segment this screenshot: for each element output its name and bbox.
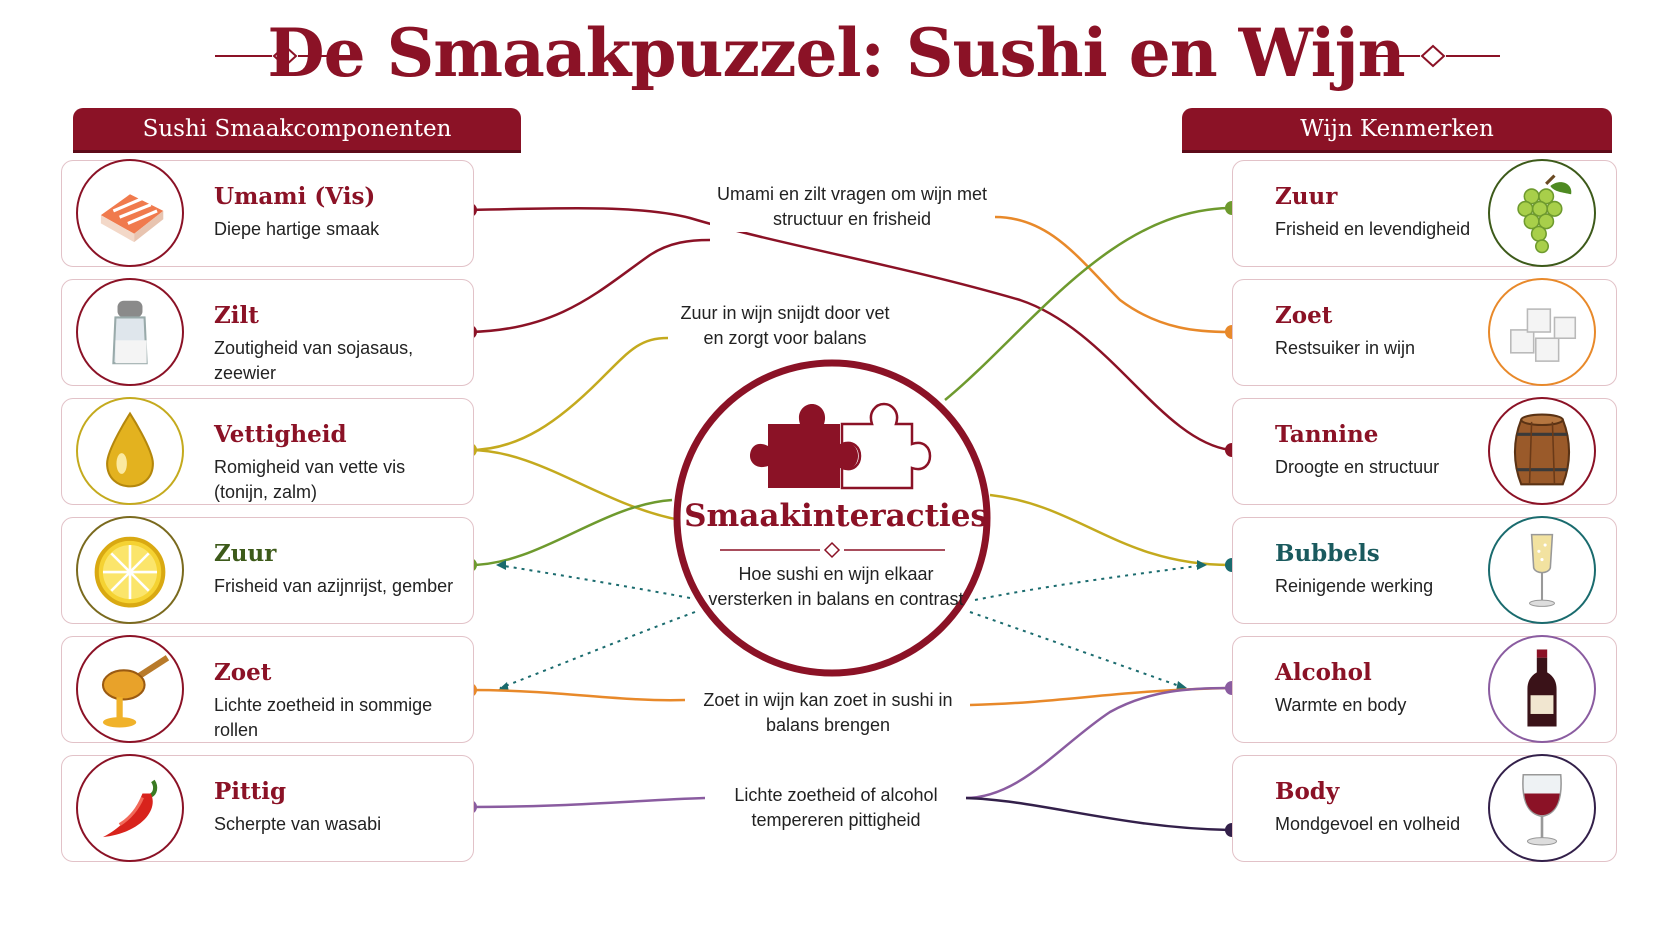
card-zoet-left: Zoet Lichte zoetheid in sommige rollen: [61, 635, 474, 743]
dotted-center-zoet-left: [499, 611, 696, 689]
card-title: Tannine: [1275, 421, 1379, 448]
note-pittig: Lichte zoetheid of alcohol tempereren pi…: [706, 783, 966, 833]
card-subtitle: Reinigende werking: [1275, 576, 1434, 596]
line-zilt-structure: [469, 238, 711, 334]
wine-bottle-icon: [1488, 635, 1596, 743]
dotted-center-alcohol: [969, 611, 1186, 689]
line-center-zuur-right: [944, 206, 1231, 401]
card-subtitle: Warmte en body: [1275, 695, 1407, 715]
line-vettigheid-zuur: [469, 336, 669, 452]
card-zuur-left: Zuur Frisheid van azijnrijst, gember: [61, 516, 474, 624]
card-subtitle: Frisheid van azijnrijst, gember: [214, 576, 454, 596]
puzzle-icon: [750, 402, 932, 490]
dotted-center-bubbels: [974, 564, 1206, 601]
center-title: Smaakinteracties: [684, 498, 988, 534]
card-zilt: Zilt Zoutigheid van sojasaus, zeewier: [61, 278, 474, 386]
card-subtitle: Frisheid en levendigheid: [1275, 219, 1471, 239]
card-body: Body Mondgevoel en volheid: [1232, 754, 1617, 862]
line-umami-tannine: [469, 206, 1231, 452]
arrowhead: [1197, 560, 1207, 570]
line-pittig-note: [469, 796, 706, 809]
card-umami: Umami (Vis) Diepe hartige smaak: [61, 159, 474, 267]
wine-header: Wijn Kenmerken: [1182, 108, 1612, 150]
dotted-center-zuur-left: [497, 564, 691, 599]
card-title: Zuur: [1275, 183, 1338, 210]
center-divider: [720, 541, 945, 559]
title-ornament-right: [1365, 44, 1500, 68]
arrowhead: [496, 560, 506, 570]
red-wine-glass-icon: [1488, 754, 1596, 862]
title-ornament-left: [215, 44, 352, 68]
center-subtitle: Hoe sushi en wijn elkaar versterken in b…: [708, 564, 964, 609]
line-zoet-left-note: [469, 688, 686, 702]
note-zoet: Zoet in wijn kan zoet in sushi in balans…: [686, 688, 970, 738]
line-center-zuur-left: [469, 498, 673, 567]
card-subtitle: Romigheid van vette vis (tonijn, zalm): [214, 457, 406, 502]
card-subtitle: Droogte en structuur: [1275, 457, 1440, 477]
card-subtitle: Mondgevoel en volheid: [1275, 814, 1461, 834]
card-title: Bubbels: [1275, 540, 1380, 567]
card-zoet-right: Zoet Restsuiker in wijn: [1232, 278, 1617, 386]
card-title: Zuur: [214, 540, 277, 567]
honey-dipper-icon: [76, 635, 184, 743]
chili-pepper-icon: [76, 754, 184, 862]
sugar-cubes-icon: [1488, 278, 1596, 386]
page-title: De Smaakpuzzel: Sushi en Wijn: [267, 14, 1405, 92]
note-zuur-vet: Zuur in wijn snijdt door vet en zorgt vo…: [668, 301, 902, 351]
line-vettigheid-center: [469, 448, 681, 522]
lemon-icon: [76, 516, 184, 624]
card-subtitle: Restsuiker in wijn: [1275, 338, 1416, 358]
card-alcohol: Alcohol Warmte en body: [1232, 635, 1617, 743]
grapes-icon: [1488, 159, 1596, 267]
line-note-body: [964, 796, 1231, 832]
card-bubbels: Bubbels Reinigende werking: [1232, 516, 1617, 624]
card-title: Pittig: [214, 778, 287, 805]
sushi-header: Sushi Smaakcomponenten: [73, 108, 521, 150]
card-subtitle: Diepe hartige smaak: [214, 219, 380, 239]
card-title: Zilt: [214, 302, 259, 329]
card-subtitle: Scherpte van wasabi: [214, 814, 382, 834]
card-subtitle: Lichte zoetheid in sommige rollen: [214, 695, 433, 740]
card-title: Alcohol: [1275, 659, 1372, 686]
line-note-alcohol-purple: [964, 686, 1231, 800]
card-pittig: Pittig Scherpte van wasabi: [61, 754, 474, 862]
card-tannine: Tannine Droogte en structuur: [1232, 397, 1617, 505]
card-zuur-right: Zuur Frisheid en levendigheid: [1232, 159, 1617, 267]
card-title: Zoet: [1275, 302, 1333, 329]
card-title: Body: [1275, 778, 1340, 805]
card-title: Umami (Vis): [214, 183, 376, 210]
oil-drop-icon: [76, 397, 184, 505]
card-vettigheid: Vettigheid Romigheid van vette vis (toni…: [61, 397, 474, 505]
card-title: Vettigheid: [214, 421, 347, 448]
note-umami-zilt: Umami en zilt vragen om wijn met structu…: [710, 182, 994, 232]
card-title: Zoet: [214, 659, 272, 686]
line-note-zoet-right: [994, 215, 1231, 334]
line-center-bubbels: [989, 493, 1231, 567]
card-subtitle: Zoutigheid van sojasaus, zeewier: [214, 338, 414, 383]
salt-shaker-icon: [76, 278, 184, 386]
champagne-glass-icon: [1488, 516, 1596, 624]
barrel-icon: [1488, 397, 1596, 505]
salmon-icon: [76, 159, 184, 267]
